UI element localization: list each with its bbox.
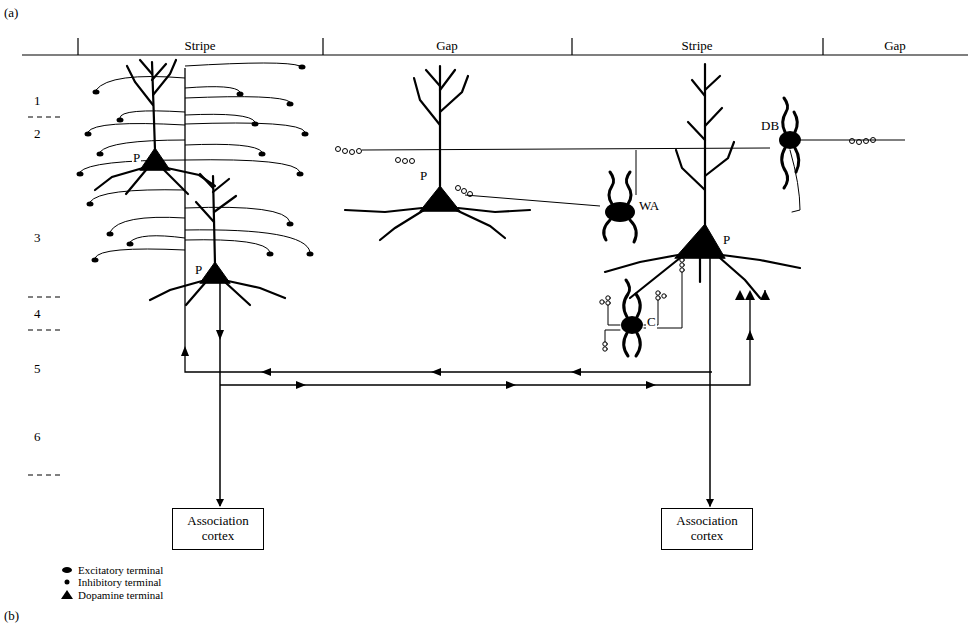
column-label: Stripe xyxy=(680,38,713,53)
layer-number: 4 xyxy=(33,306,42,321)
cell-label: DB xyxy=(760,118,780,133)
layer-number: 6 xyxy=(33,429,42,444)
interneurons xyxy=(600,98,801,356)
column-ruler xyxy=(22,38,968,55)
box-text: Association cortex xyxy=(178,513,258,543)
box-text: Association cortex xyxy=(667,513,747,543)
panel-letter: (a) xyxy=(3,5,19,20)
cell-label: P xyxy=(132,150,141,165)
cell-label: P xyxy=(194,262,203,277)
column-label: Gap xyxy=(435,38,459,53)
axon-arrowheads xyxy=(181,330,754,389)
association-axons xyxy=(185,68,765,506)
layer-dividers xyxy=(28,117,60,475)
gap-pyramidal-neuron xyxy=(345,66,530,240)
inhibitory-axons xyxy=(336,138,906,207)
layer-number: 3 xyxy=(33,230,42,245)
layer-number: 2 xyxy=(33,126,42,141)
legend-text: Inhibitory terminal xyxy=(78,576,161,588)
excitatory-collaterals xyxy=(80,63,310,258)
cell-label: P xyxy=(419,168,428,183)
layer-number: 5 xyxy=(33,361,42,376)
cell-label: C xyxy=(646,314,657,329)
legend-symbols xyxy=(61,567,73,599)
legend-text: Excitatory terminal xyxy=(78,564,163,576)
dopamine-terminals xyxy=(735,290,770,300)
legend-text: Dopamine terminal xyxy=(78,589,163,601)
cell-label: P xyxy=(722,232,731,247)
right-pyramidal-neuron xyxy=(605,64,800,506)
column-label: Gap xyxy=(883,38,907,53)
excitatory-terminals xyxy=(77,65,314,263)
target-box: Association cortex xyxy=(172,508,264,550)
cell-label: WA xyxy=(638,198,660,213)
panel-letter: (b) xyxy=(3,608,20,623)
column-label: Stripe xyxy=(183,38,216,53)
layer-number: 1 xyxy=(33,93,42,108)
target-box: Association cortex xyxy=(661,508,753,550)
